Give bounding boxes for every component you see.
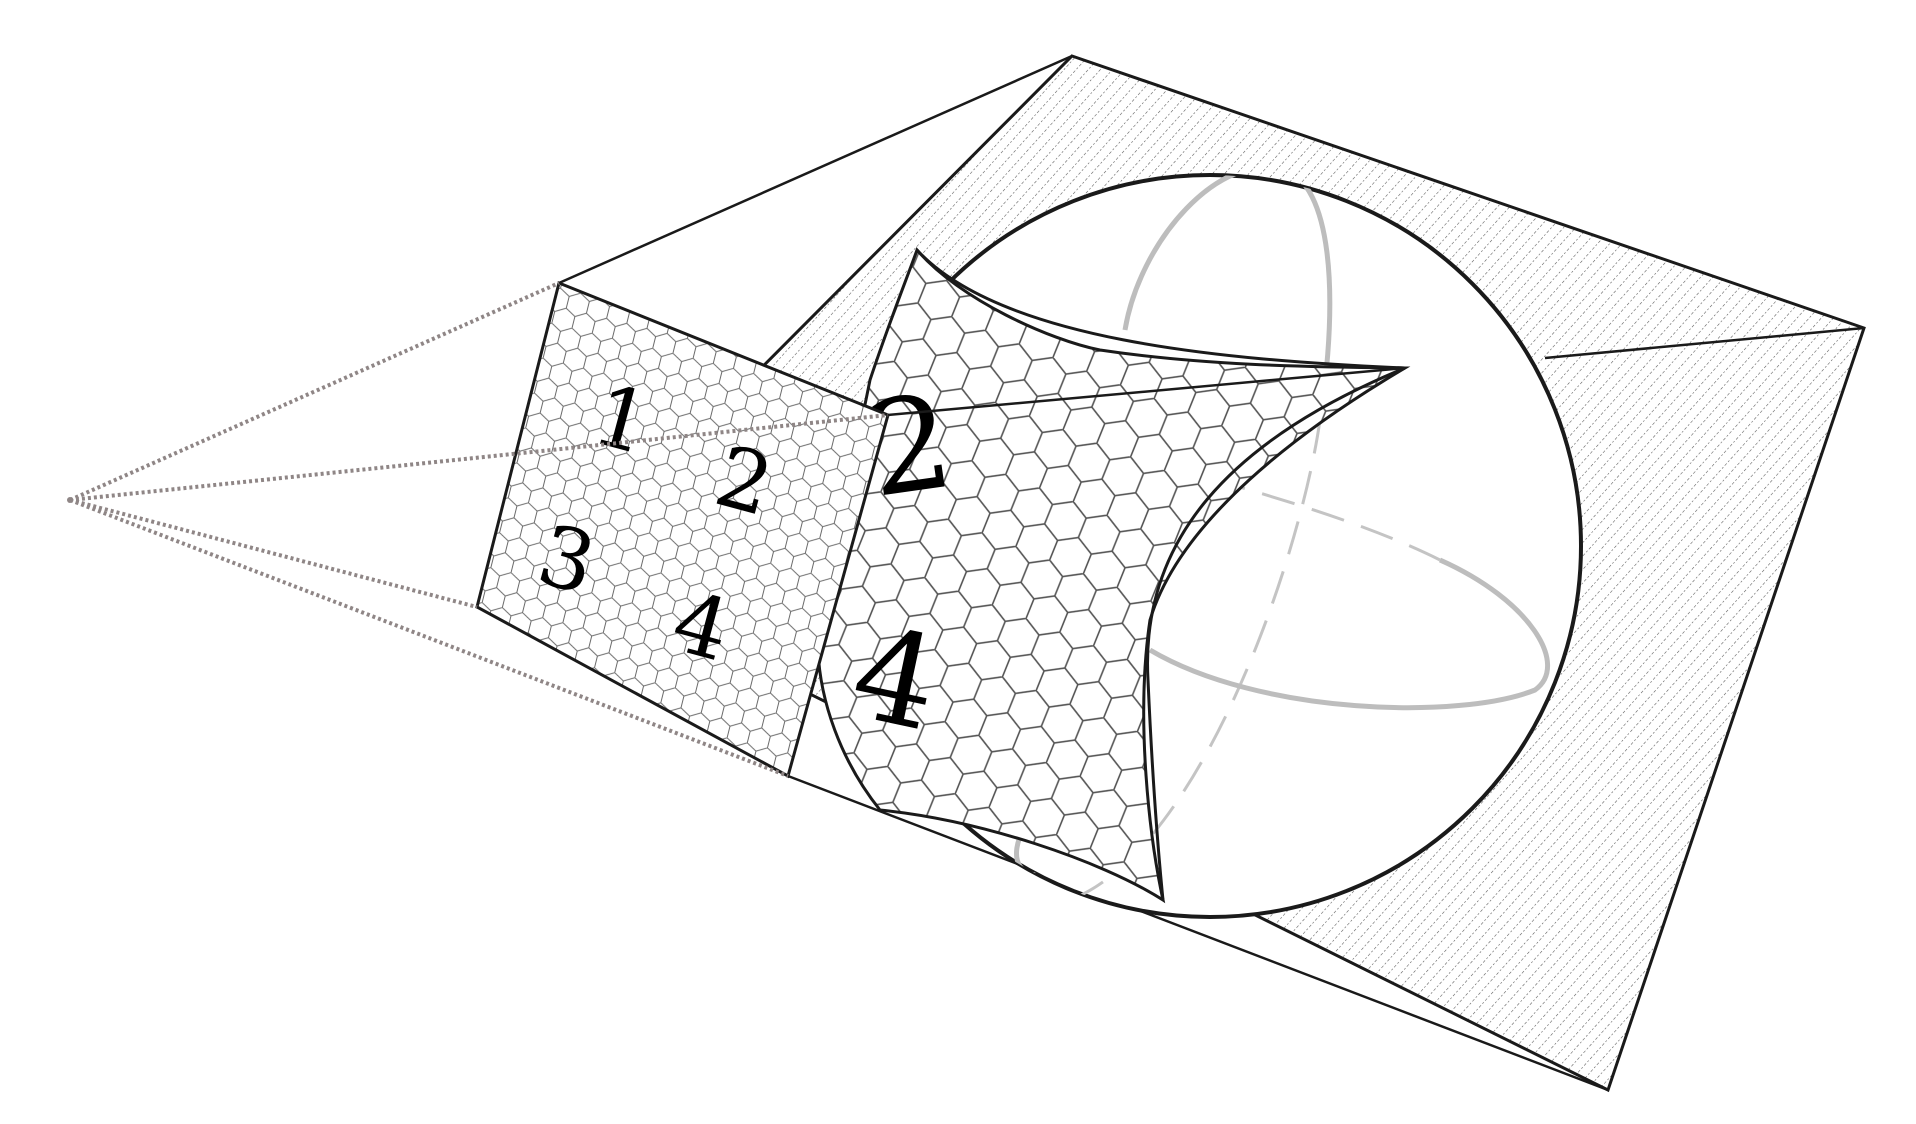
frustum-edges <box>558 54 1609 1092</box>
curved-patch: 2 4 <box>816 247 1411 904</box>
great-circle-horizontal <box>1148 557 1550 711</box>
projection-rays <box>69 281 889 778</box>
flat-patch: 1 2 3 4 <box>475 280 890 779</box>
viewpoint <box>67 497 73 503</box>
patch-connector <box>887 366 1406 417</box>
